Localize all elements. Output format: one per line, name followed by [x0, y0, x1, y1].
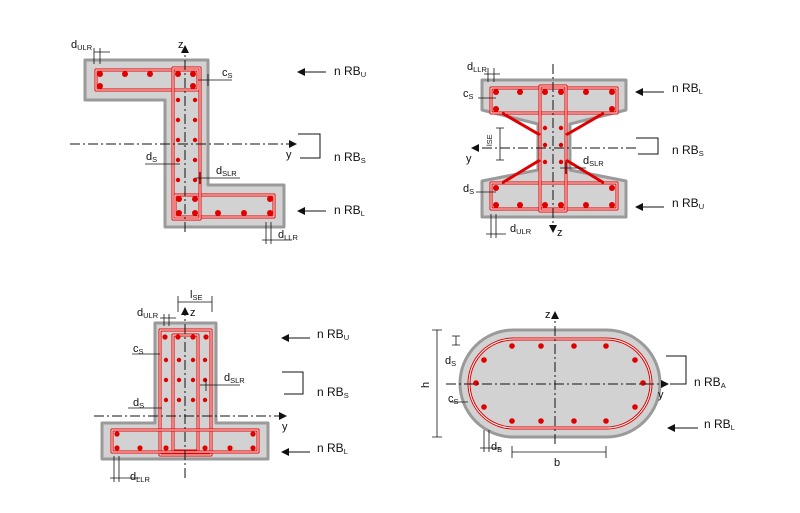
z-section-axis-y-label: y — [286, 149, 292, 161]
oval-section-axis-y-label: y — [658, 389, 664, 401]
t-d-llr: dLLR — [130, 471, 150, 484]
i-rebar-dots — [493, 89, 615, 208]
oval-rebar-dots — [473, 343, 646, 424]
z-label-rb-l: n RBL — [334, 203, 365, 218]
i-label-rb-s: n RBS — [672, 143, 704, 158]
z-label-rb-u: n RBU — [334, 64, 366, 79]
i-section-axis-z-label: z — [557, 227, 563, 239]
i-section-axis-y-label: y — [466, 153, 472, 165]
oval-h: h — [420, 382, 432, 388]
t-section-axis-z-label: z — [190, 307, 196, 319]
z-c-s: cS — [222, 67, 233, 80]
t-d-slr: dSLR — [224, 372, 245, 385]
t-c-s: cS — [133, 343, 144, 356]
i-l-se: lSE — [485, 134, 494, 146]
i-d-llr: dLLR — [467, 61, 487, 74]
oval-label-rb-a: n RBA — [694, 375, 726, 390]
t-section-diagram: z y lSE dULR cS dSLR dS dLLR n RBU n RBS… — [94, 289, 349, 484]
z-d-s: dS — [146, 151, 157, 164]
oval-b: b — [554, 457, 560, 469]
z-d-ulr: dULR — [71, 39, 93, 52]
z-label-rb-s: n RBS — [334, 150, 366, 165]
i-d-s: dS — [463, 183, 474, 196]
t-section-axis-y-label: y — [282, 421, 288, 433]
z-section-axis-z-label: z — [178, 39, 184, 51]
t-d-ulr: dULR — [137, 307, 159, 320]
i-d-slr: dSLR — [583, 155, 604, 168]
t-label-rb-u: n RBU — [317, 327, 349, 342]
t-label-rb-s: n RBS — [317, 385, 349, 400]
oval-label-rb-l: n RBL — [704, 417, 735, 432]
oval-section-diagram: z y h dS cS dB b n RBA n RBL — [420, 309, 735, 469]
i-label-rb-u: n RBU — [672, 196, 704, 211]
t-label-rb-l: n RBL — [317, 441, 348, 456]
i-section-diagram: z y dLLR cS lSE dSLR dS dULR n RBL n RBS… — [463, 61, 704, 239]
i-c-s: cS — [463, 88, 474, 101]
z-d-slr: dSLR — [216, 165, 237, 178]
i-label-rb-l: n RBL — [672, 81, 703, 96]
t-rebar-dots — [114, 334, 256, 451]
z-d-llr: dLLR — [278, 229, 298, 242]
t-l-se: lSE — [190, 289, 202, 302]
t-d-s: dS — [133, 397, 144, 410]
oval-c-s: cS — [448, 393, 459, 406]
oval-section-axis-z-label: z — [545, 309, 551, 321]
oval-d-b: dB — [491, 441, 502, 454]
i-d-ulr: dULR — [510, 223, 532, 236]
z-rebar-dots — [97, 71, 273, 216]
z-section-diagram: z y dULR cS dS dSLR dLLR n RBU n RBS n R… — [70, 39, 366, 244]
oval-d-s: dS — [445, 355, 456, 368]
